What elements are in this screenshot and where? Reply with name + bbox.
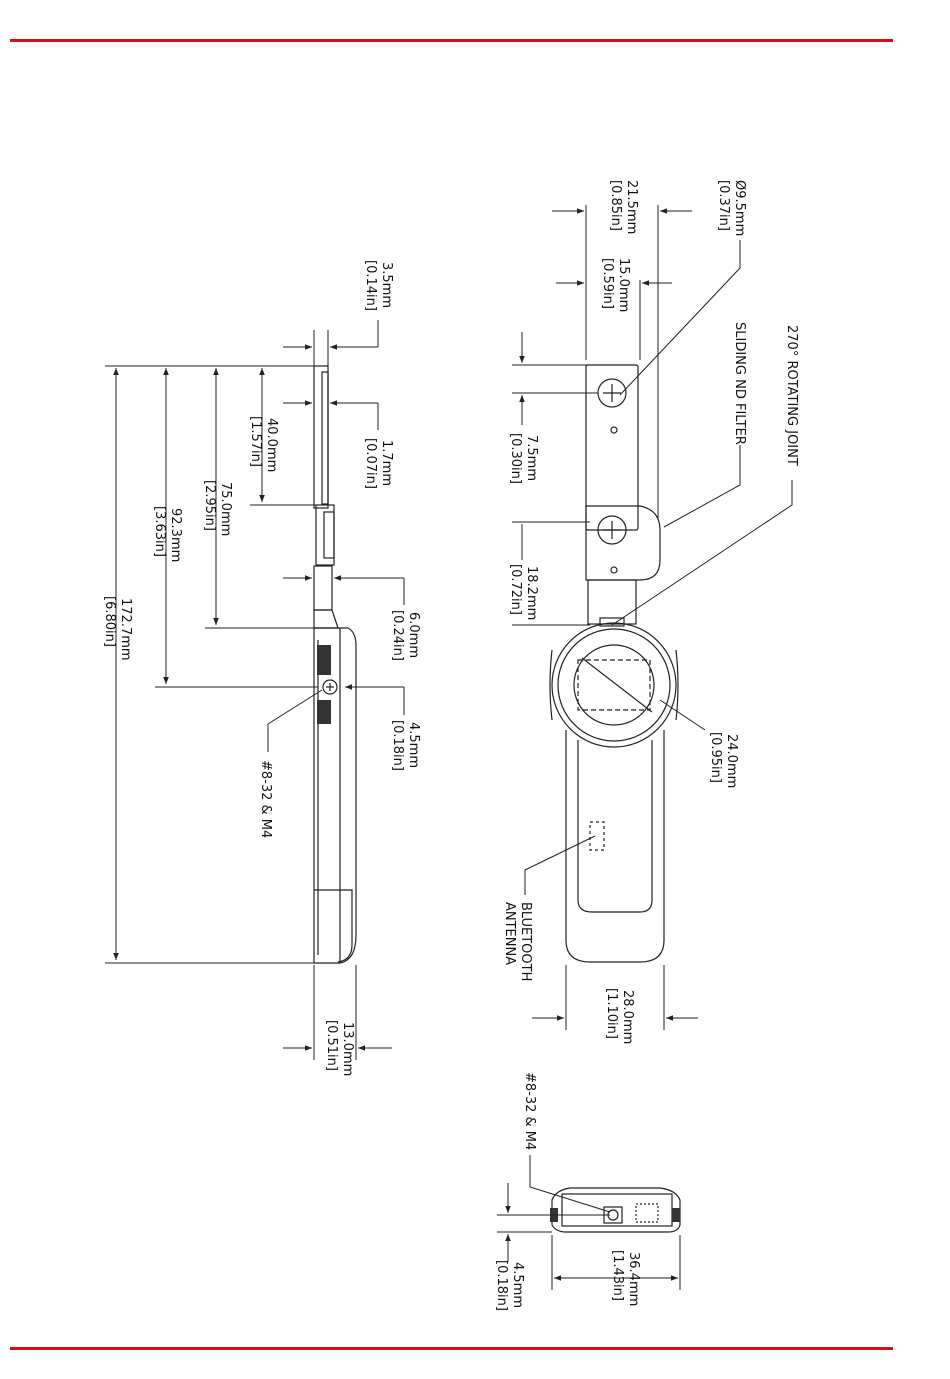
side-view-dimensions — [105, 320, 405, 1060]
dim-6-mm: 6.0mm — [406, 612, 421, 658]
dim-40-mm: 40.0mm — [264, 418, 279, 472]
dim-4-5-bottom-in: [0.18in] — [494, 1260, 509, 1311]
dim-1-7-mm: 1.7mm — [379, 440, 394, 486]
dim-1-7-in: [0.07in] — [363, 438, 378, 489]
dim-4-5-side-in: [0.18in] — [390, 720, 405, 771]
dim-13-mm: 13.0mm — [340, 1022, 355, 1076]
dim-21-5-in: [0.85in] — [608, 180, 623, 231]
dim-7-5-in: [0.30in] — [508, 433, 523, 484]
dim-15-mm: 15.0mm — [616, 258, 631, 312]
dim-40-in: [1.57in] — [248, 416, 263, 467]
dim-36-4-in: [1.43in] — [610, 1250, 625, 1301]
labels: 3.5mm [0.14in] 1.7mm [0.07in] 40.0mm [1.… — [102, 180, 799, 1311]
dim-21-5-mm: 21.5mm — [624, 180, 639, 234]
dim-18-2-in: [0.72in] — [508, 564, 523, 615]
dim-3-5-mm: 3.5mm — [379, 262, 394, 308]
bottom-view — [550, 1187, 681, 1233]
front-view-dimensions — [512, 205, 793, 1030]
dim-92-mm: 92.3mm — [168, 508, 183, 562]
dim-28-mm: 28.0mm — [620, 990, 635, 1044]
dim-28-in: [1.10in] — [604, 988, 619, 1039]
dim-4-5-bottom-mm: 4.5mm — [510, 1262, 525, 1308]
bottom-view-dimensions — [497, 1155, 681, 1290]
dim-24-in: [0.95in] — [708, 732, 723, 783]
dim-172-mm: 172.7mm — [118, 598, 133, 661]
dim-92-in: [3.63in] — [152, 506, 167, 557]
dim-9-5-mm: Ø9.5mm — [732, 180, 747, 236]
dim-6-in: [0.24in] — [390, 610, 405, 661]
dim-9-5-in: [0.37in] — [716, 180, 731, 231]
bottom-rule — [10, 1347, 893, 1350]
dim-3-5-in: [0.14in] — [363, 260, 378, 311]
dim-18-2-mm: 18.2mm — [524, 566, 539, 620]
dim-4-5-side-mm: 4.5mm — [406, 722, 421, 768]
front-view — [549, 364, 679, 963]
dim-24-mm: 24.0mm — [724, 734, 739, 788]
dim-172-in: [6.80in] — [102, 596, 117, 647]
top-rule — [10, 39, 893, 42]
callout-bluetooth-line1: BLUETOOTH — [518, 902, 533, 981]
dim-7-5-mm: 7.5mm — [524, 435, 539, 481]
side-view — [313, 365, 357, 964]
dim-15-in: [0.59in] — [600, 258, 615, 309]
dim-75-in: [2.95in] — [202, 480, 217, 531]
callout-rotating-joint: 270° ROTATING JOINT — [784, 325, 799, 466]
callout-bluetooth-line2: ANTENNA — [502, 902, 517, 965]
dim-13-in: [0.51in] — [324, 1020, 339, 1071]
callout-nd-filter: SLIDING ND FILTER — [732, 322, 747, 445]
callout-thread-side: #8-32 & M4 — [258, 760, 273, 838]
dim-36-4-mm: 36.4mm — [626, 1252, 641, 1306]
dim-75-mm: 75.0mm — [218, 482, 233, 536]
callout-thread-bottom: #8-32 & M4 — [522, 1072, 537, 1150]
